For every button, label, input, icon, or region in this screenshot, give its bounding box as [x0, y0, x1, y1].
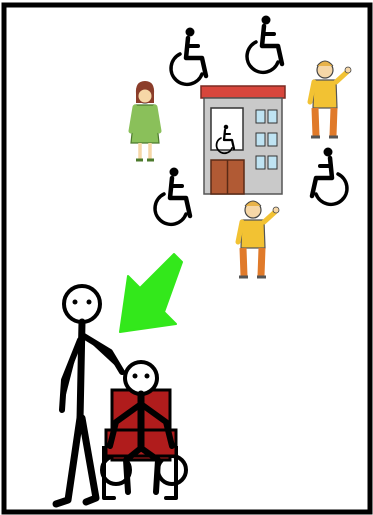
building-icon: [201, 86, 285, 194]
